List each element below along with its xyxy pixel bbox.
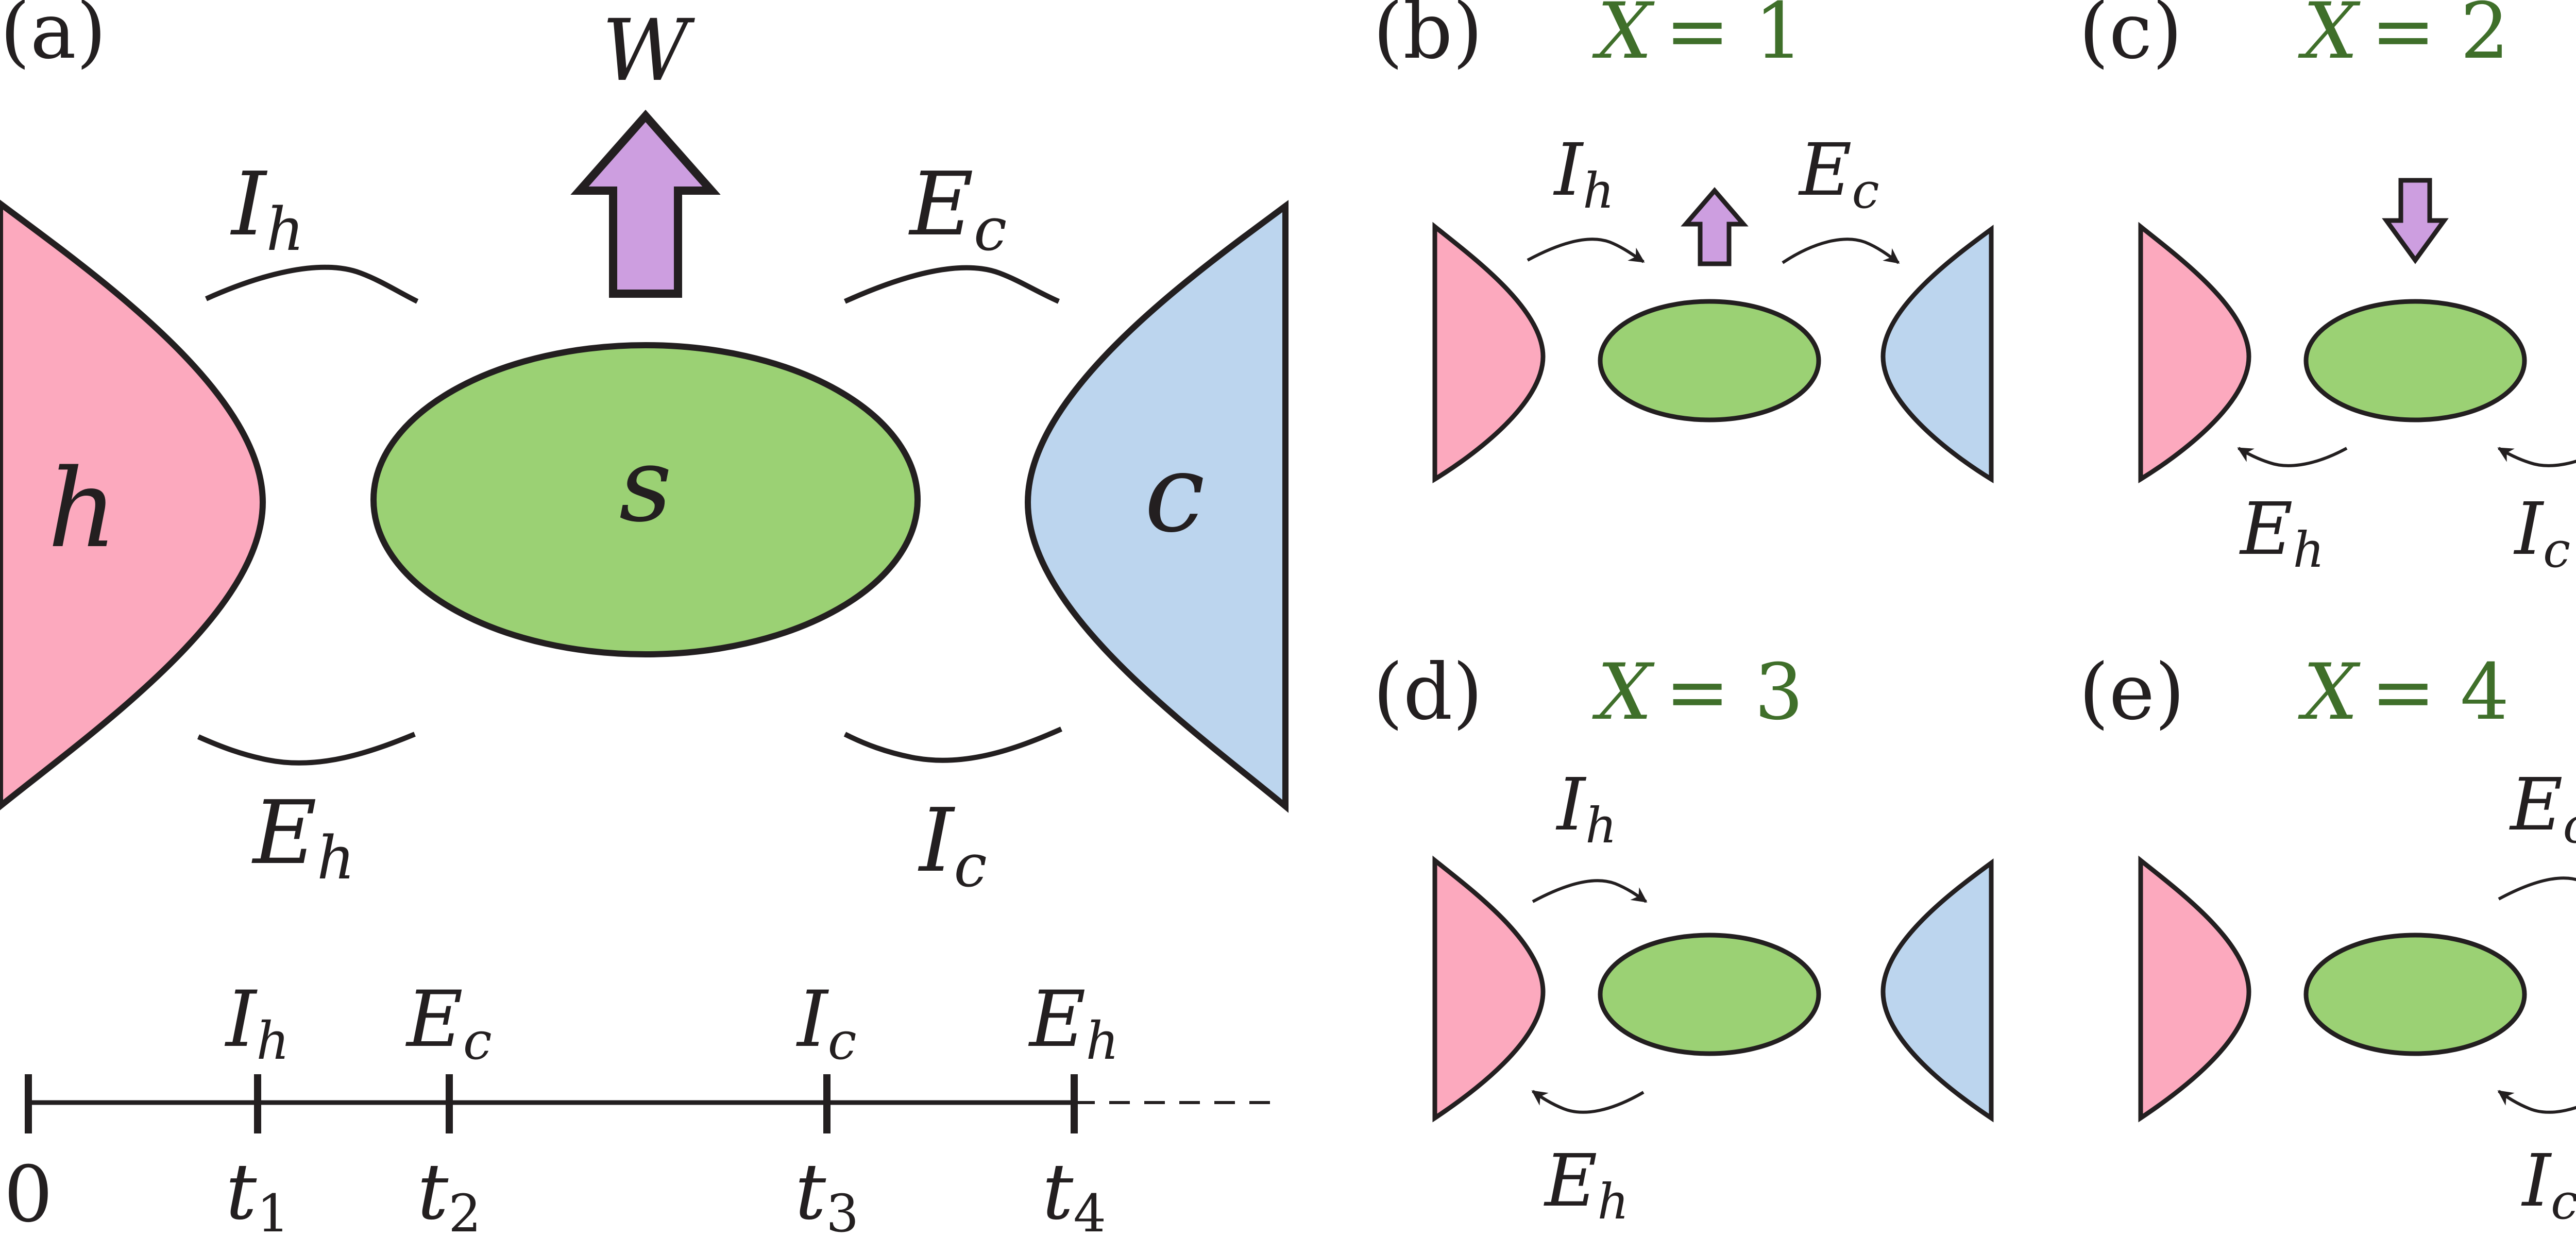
- arrow-ih-d: [1532, 879, 1648, 903]
- system-ellipse-b: [1598, 299, 1821, 422]
- hot-reservoir-c: [2138, 222, 2251, 484]
- arrow-ih: [205, 264, 419, 304]
- arrow-ec-b: [1782, 238, 1900, 264]
- cold-reservoir-label: c: [1144, 430, 1205, 556]
- label-ih: Ih: [230, 154, 304, 264]
- arrow-ic-c: [2497, 447, 2576, 467]
- label-ec-e: Ec: [2509, 763, 2576, 854]
- cold-reservoir-d: [1880, 858, 1994, 1123]
- panel-d-tag: (d): [1373, 648, 1483, 737]
- system-ellipse-c: [2303, 299, 2527, 422]
- arrow-ic: [843, 726, 1063, 763]
- system-ellipse-d: [1598, 933, 1821, 1056]
- panel-b-tag: (b): [1373, 0, 1483, 76]
- timeline-event-2: Ec: [405, 975, 492, 1071]
- arrow-ec: [843, 265, 1060, 304]
- panel-e-tag: (e): [2079, 648, 2185, 737]
- panel-b-x-label: X= 1: [1592, 0, 1804, 76]
- label-ic: Ic: [918, 790, 987, 901]
- label-ic-c: Ic: [2513, 487, 2571, 579]
- work-label: W: [602, 1, 695, 100]
- hot-reservoir-d: [1432, 855, 1546, 1123]
- timeline-t3: t3: [795, 1147, 859, 1236]
- timeline-event-3: Ic: [795, 975, 856, 1071]
- work-arrow-down-c: [2382, 178, 2449, 264]
- cold-reservoir: [1024, 200, 1289, 813]
- panel-c-x-label: X= 2: [2298, 0, 2510, 76]
- work-arrow-up: [570, 109, 721, 298]
- panel-a: (a) h c s W Ih Ec Eh Ic: [0, 0, 1289, 901]
- arrow-eh: [197, 732, 416, 766]
- timeline: Ih Ec Ic Eh 0 t1 t2 t3 t4: [4, 975, 1278, 1236]
- hot-reservoir: [0, 199, 266, 810]
- timeline-origin-label: 0: [4, 1150, 53, 1236]
- panel-c: (c) X= 2 Eh Ic: [2079, 0, 2576, 579]
- label-ec-b: Ec: [1798, 128, 1879, 219]
- panel-b: (b) X= 1 Ih Ec: [1373, 0, 1994, 484]
- panel-e-x-label: X= 4: [2298, 648, 2510, 737]
- system-label: s: [619, 425, 672, 545]
- timeline-t4: t4: [1042, 1147, 1106, 1236]
- arrow-ic-e: [2497, 1090, 2576, 1114]
- timeline-t2: t2: [417, 1147, 481, 1236]
- arrow-eh-d: [1531, 1090, 1645, 1114]
- label-ih-b: Ih: [1553, 128, 1615, 219]
- label-ic-e: Ic: [2521, 1139, 2576, 1230]
- hot-reservoir-label: h: [47, 446, 117, 572]
- system-ellipse-e: [2303, 933, 2527, 1056]
- hot-reservoir-b: [1432, 222, 1546, 484]
- panel-c-tag: (c): [2079, 0, 2182, 76]
- timeline-event-4: Eh: [1028, 975, 1119, 1071]
- timeline-event-1: Ih: [224, 975, 290, 1071]
- timeline-t1: t1: [226, 1147, 290, 1236]
- panel-a-tag: (a): [0, 0, 106, 76]
- label-ec: Ec: [908, 154, 1007, 264]
- arrow-ih-b: [1527, 238, 1645, 263]
- label-eh: Eh: [251, 782, 355, 893]
- panel-e: (e) X= 4 Ec Ic: [2079, 648, 2576, 1230]
- panel-d: (d) X= 3 Ih Eh: [1373, 648, 1994, 1230]
- system-ellipse: [370, 342, 921, 657]
- label-ih-d: Ih: [1555, 763, 1617, 854]
- label-eh-c: Eh: [2239, 487, 2324, 579]
- arrow-ec-e: [2498, 876, 2576, 901]
- work-arrow-up-b: [1681, 187, 1749, 266]
- arrow-eh-c: [2237, 447, 2348, 467]
- panel-d-x-label: X= 3: [1592, 648, 1804, 737]
- cold-reservoir-b: [1880, 225, 1994, 484]
- hot-reservoir-e: [2138, 855, 2251, 1123]
- label-eh-d: Eh: [1543, 1139, 1629, 1230]
